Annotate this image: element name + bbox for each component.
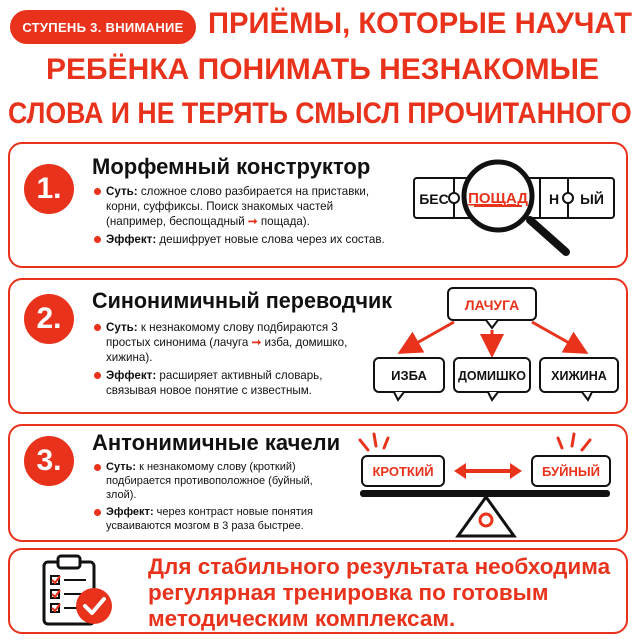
synonym-word: ХИЖИНА bbox=[551, 369, 607, 383]
effect-text: расширяет активный словарь, связывая нов… bbox=[106, 369, 323, 397]
antonym-word-left: КРОТКИЙ bbox=[372, 464, 433, 479]
essence-text: сложное слово разбирается на приставки, … bbox=[106, 185, 370, 228]
effect-bullet: Эффект: дешифрует новые слова через их с… bbox=[92, 232, 392, 247]
essence-tail: изба, домишко, хижина). bbox=[106, 336, 348, 364]
card-synonym-translator: 2. Синонимичный переводчик Суть: к незна… bbox=[8, 278, 628, 414]
page-title-line-2: РЕБЁНКА ПОНИМАТЬ НЕЗНАКОМЫЕ bbox=[46, 53, 599, 86]
seesaw-plank bbox=[360, 490, 610, 497]
page-title-line-1: ПРИЁМЫ, КОТОРЫЕ НАУЧАТ bbox=[208, 7, 632, 40]
essence-label: Суть: bbox=[106, 321, 138, 334]
arrow-right-icon: ➞ bbox=[247, 215, 258, 228]
antonym-seesaw-illustration: КРОТКИЙ БУЙНЫЙ bbox=[358, 432, 611, 538]
puzzle-piece-ending: ЫЙ bbox=[580, 190, 604, 207]
card-number-badge: 2. bbox=[24, 294, 74, 344]
synonym-word: ДОМИШКО bbox=[458, 369, 526, 383]
effect-label: Эффект: bbox=[106, 233, 157, 246]
synonym-tree-illustration: ЛАЧУГА ИЗБА ДОМИШКО ХИЖИНА bbox=[373, 287, 619, 402]
effect-text: через контраст новые понятия усваиваются… bbox=[106, 506, 313, 532]
effect-label: Эффект: bbox=[106, 506, 154, 518]
effect-label: Эффект: bbox=[106, 369, 157, 382]
essence-tail: пощада). bbox=[260, 215, 310, 228]
card-morpheme-constructor: 1. Морфемный конструктор Суть: сложное с… bbox=[8, 142, 628, 268]
essence-bullet: Суть: к незнакомому слову (кроткий) подб… bbox=[92, 460, 342, 502]
card-number-badge: 1. bbox=[24, 164, 74, 214]
card-bullets: Суть: к незнакомому слову (кроткий) подб… bbox=[92, 460, 342, 536]
step-badge: СТУПЕНЬ 3. ВНИМАНИЕ bbox=[10, 10, 196, 44]
card-bullets: Суть: сложное слово разбирается на прист… bbox=[92, 184, 392, 250]
effect-bullet: Эффект: через контраст новые понятия усв… bbox=[92, 505, 342, 533]
essence-bullet: Суть: сложное слово разбирается на прист… bbox=[92, 184, 392, 229]
clipboard-checklist-icon bbox=[42, 554, 112, 626]
effect-bullet: Эффект: расширяет активный словарь, связ… bbox=[92, 368, 362, 398]
card-bullets: Суть: к незнакомому слову подбираются 3 … bbox=[92, 320, 362, 401]
antonym-box-left bbox=[361, 455, 445, 487]
essence-bullet: Суть: к незнакомому слову подбираются 3 … bbox=[92, 320, 362, 365]
emphasis-lines-right bbox=[556, 432, 592, 452]
emphasis-lines-left bbox=[358, 432, 390, 452]
card-antonym-seesaw: 3. Антонимичные качели Суть: к незнакомо… bbox=[8, 424, 628, 542]
check-circle-icon bbox=[76, 588, 112, 624]
double-arrow-icon bbox=[454, 463, 522, 479]
antonym-word-right: БУЙНЫЙ bbox=[542, 464, 600, 479]
essence-text: к незнакомому слову (кроткий) подбираетс… bbox=[106, 461, 313, 501]
synonym-box bbox=[373, 357, 445, 393]
essence-text: к незнакомому слову подбираются 3 просты… bbox=[106, 321, 338, 349]
card-title: Антонимичные качели bbox=[92, 430, 341, 455]
arrow-right-icon: ➞ bbox=[251, 336, 262, 349]
synonym-box bbox=[539, 357, 619, 393]
footer-line: Для стабильного результата необходима bbox=[148, 554, 611, 579]
card-title: Синонимичный переводчик bbox=[92, 288, 393, 313]
footer-text: Для стабильного результата необходима ре… bbox=[148, 554, 618, 632]
footer-line: регулярная тренировка по готовым bbox=[148, 580, 549, 605]
morpheme-puzzle-illustration: БЕС Н ЫЙ ПОЩАД bbox=[413, 159, 615, 256]
synonym-word: ИЗБА bbox=[391, 368, 427, 383]
magnifier-icon bbox=[461, 159, 570, 256]
effect-text: дешифрует новые слова через их состав. bbox=[159, 233, 385, 246]
puzzle-piece-prefix: БЕС bbox=[419, 191, 449, 207]
footer-line: методическим комплексам. bbox=[148, 606, 456, 631]
puzzle-piece-root: ПОЩАД bbox=[468, 190, 528, 207]
footer-callout: Для стабильного результата необходима ре… bbox=[8, 548, 628, 634]
card-title: Морфемный конструктор bbox=[92, 154, 371, 179]
page-title-line-3: СЛОВА И НЕ ТЕРЯТЬ СМЫСЛ ПРОЧИТАННОГО bbox=[8, 97, 632, 130]
essence-label: Суть: bbox=[106, 461, 137, 473]
card-number-badge: 3. bbox=[24, 436, 74, 486]
antonym-box-right bbox=[531, 455, 611, 487]
essence-label: Суть: bbox=[106, 185, 138, 198]
puzzle-piece-suffix: Н bbox=[549, 191, 559, 207]
root-word: ЛАЧУГА bbox=[465, 297, 520, 313]
